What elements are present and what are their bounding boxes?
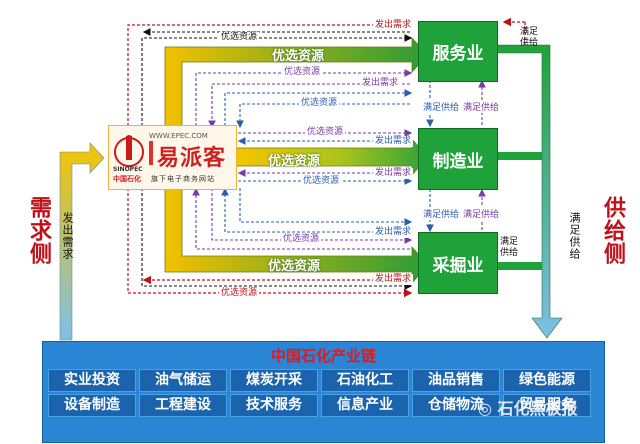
label-preferred-small-4: 优选资源 xyxy=(305,127,346,138)
blue-dash-1 xyxy=(224,89,413,126)
blue-dash-2 xyxy=(236,103,410,129)
logo-subtitle: 旗下电子商务网站 xyxy=(151,175,215,183)
node-service: 服务业 xyxy=(418,21,498,82)
label-preferred-bottom: 优选资源 xyxy=(268,259,321,274)
label-preferred-small-2: 优选资源 xyxy=(282,67,323,78)
logo-bar xyxy=(149,141,153,165)
label-issue-demand-4: 发出需求 xyxy=(373,168,414,179)
label-meet-short-1: 满足 xyxy=(520,27,539,37)
chain-cell: 仓储物流 xyxy=(412,394,500,417)
label-issue-demand-1: 发出需求 xyxy=(373,20,414,31)
sinopec-emblem xyxy=(114,135,144,167)
watermark-text: 石化黑板报 xyxy=(497,399,578,418)
label-issue-demand-5: 发出需求 xyxy=(373,227,414,238)
chain-cell: 石油化工 xyxy=(321,369,409,392)
label-issue-demand-3: 发出需求 xyxy=(373,136,414,147)
supply-vertical-label: 满足供给 xyxy=(568,212,581,260)
logo-brand-letters: SINOPEC xyxy=(113,166,143,173)
node-manufacturing-label: 制造业 xyxy=(432,151,484,172)
node-service-label: 服务业 xyxy=(432,44,484,64)
logo-url: WWW.EPEC.COM xyxy=(149,132,208,140)
purple-dash-1 xyxy=(195,69,413,126)
label-meet-supply-2: 满足供给 xyxy=(462,100,501,113)
blue-dash-3 xyxy=(239,188,413,226)
chain-cell: 工程建设 xyxy=(139,394,227,417)
label-preferred-mid: 优选资源 xyxy=(268,154,321,169)
label-meet-supply-4: 满足供给 xyxy=(462,207,501,220)
epec-logo: WWW.EPEC.COM 易派客 中国石化 旗下电子商务网站 SINOPEC xyxy=(108,125,237,190)
label-supply-short-2: 供给 xyxy=(500,245,519,258)
supply-arrow xyxy=(496,44,563,339)
chain-cell: 设备制造 xyxy=(48,394,136,417)
red-dash-top xyxy=(127,20,413,126)
black-dash-top xyxy=(141,34,413,126)
demand-vertical-label: 发出需求 xyxy=(61,212,74,260)
label-preferred-top: 优选资源 xyxy=(272,49,325,64)
supply-side-label: 供给侧 xyxy=(600,196,625,265)
wechat-icon: ◎ xyxy=(478,399,492,418)
blue-dash-4 xyxy=(221,187,410,233)
logo-name: 易派客 xyxy=(157,146,227,171)
industry-chain-title: 中国石化产业链 xyxy=(270,347,376,365)
node-mining: 采掘业 xyxy=(418,232,498,294)
label-preferred-small-1: 优选资源 xyxy=(219,32,260,43)
label-preferred-small-5: 优选资源 xyxy=(301,176,342,187)
chain-cell: 技术服务 xyxy=(230,394,318,417)
label-preferred-small-3: 优选资源 xyxy=(299,98,340,109)
chain-cell: 信息产业 xyxy=(321,394,409,417)
label-meet-supply-1: 满足供给 xyxy=(422,100,461,113)
chain-cell: 油品销售 xyxy=(412,369,500,392)
label-issue-demand-2: 发出需求 xyxy=(360,78,401,89)
logo-brand-cn: 中国石化 xyxy=(113,175,141,183)
chain-cell: 实业投资 xyxy=(48,369,136,392)
red-dash-bottom xyxy=(127,188,413,298)
demand-arrow xyxy=(59,142,105,341)
chain-cell: 煤炭开采 xyxy=(230,369,318,392)
node-manufacturing: 制造业 xyxy=(418,128,498,190)
chain-cell: 绿色能源 xyxy=(503,369,591,392)
demand-side-label: 需求侧 xyxy=(26,196,51,265)
purple-dash-3 xyxy=(211,188,413,244)
chain-cell: 贸易服务 xyxy=(503,394,591,417)
chain-cell: 油气储运 xyxy=(139,369,227,392)
label-meet-supply-3: 满足供给 xyxy=(422,207,461,220)
node-mining-label: 采掘业 xyxy=(432,255,484,276)
label-meet-short-2: 满足 xyxy=(500,234,519,247)
supply-connector-mid xyxy=(497,152,542,160)
label-supply-short-1: 供给 xyxy=(520,38,539,48)
supply-connector-bottom xyxy=(497,262,542,270)
industry-chain-panel: 中国石化产业链 实业投资 油气储运 煤炭开采 石油化工 油品销售 绿色能源 设备… xyxy=(42,341,605,443)
purple-dash-2 xyxy=(208,83,410,129)
watermark: ◎ 石化黑板报 xyxy=(478,395,578,419)
black-dash-bottom xyxy=(141,188,413,290)
label-issue-demand-6: 发出需求 xyxy=(373,274,414,285)
label-preferred-small-6: 优选资源 xyxy=(281,234,322,245)
purple-dash-4 xyxy=(192,187,410,250)
label-preferred-small-7: 优选资源 xyxy=(219,288,260,299)
